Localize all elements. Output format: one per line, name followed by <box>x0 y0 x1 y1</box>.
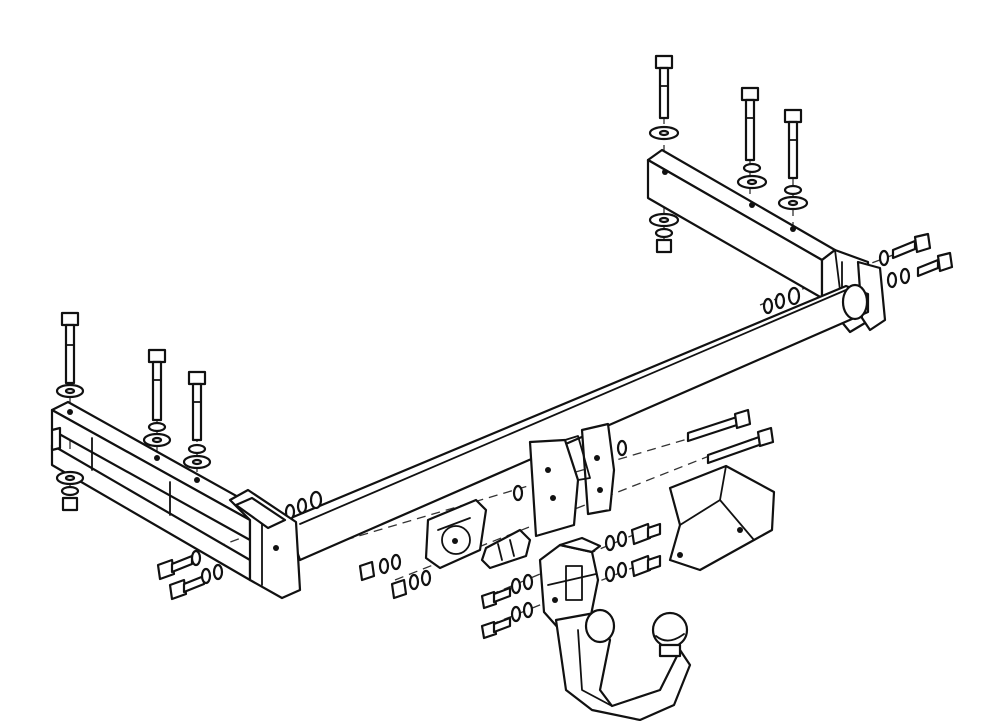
long-bolt-1 <box>686 408 752 443</box>
washers-left-upper <box>55 383 212 470</box>
hitch-block <box>538 536 602 632</box>
bolt-right-1 <box>654 54 674 120</box>
washers-left-lower <box>55 470 85 512</box>
nuts-socket-plate <box>358 553 432 600</box>
cross-tube <box>284 283 870 562</box>
support-bracket <box>668 464 776 572</box>
bolt-right-horizontal-2 <box>916 251 954 278</box>
bolts-centre-lower-left <box>480 573 534 640</box>
tube-spacers-left <box>284 490 323 521</box>
tow-ball <box>651 611 689 658</box>
socket-plate <box>424 498 532 570</box>
centre-mounting-brackets <box>512 422 628 538</box>
long-bolt-2 <box>706 426 775 465</box>
washers-right-upper <box>648 125 809 211</box>
bolt-right-2 <box>740 86 760 162</box>
bolt-left-3 <box>187 370 207 442</box>
nuts-left-horizontal <box>190 549 224 585</box>
left-side-member <box>50 400 302 600</box>
tube-spacers-right <box>762 286 801 315</box>
bolt-left-horizontal-1 <box>156 554 194 581</box>
bolt-right-horizontal-1 <box>891 232 932 260</box>
bolts-centre-lower-right <box>604 522 662 583</box>
bolt-left-1 <box>60 311 80 385</box>
bolt-left-2 <box>147 348 167 422</box>
nuts-right-horizontal <box>878 249 911 289</box>
washers-right-lower <box>648 212 680 254</box>
bolt-left-horizontal-2 <box>168 574 206 601</box>
bolt-right-3 <box>783 108 803 180</box>
